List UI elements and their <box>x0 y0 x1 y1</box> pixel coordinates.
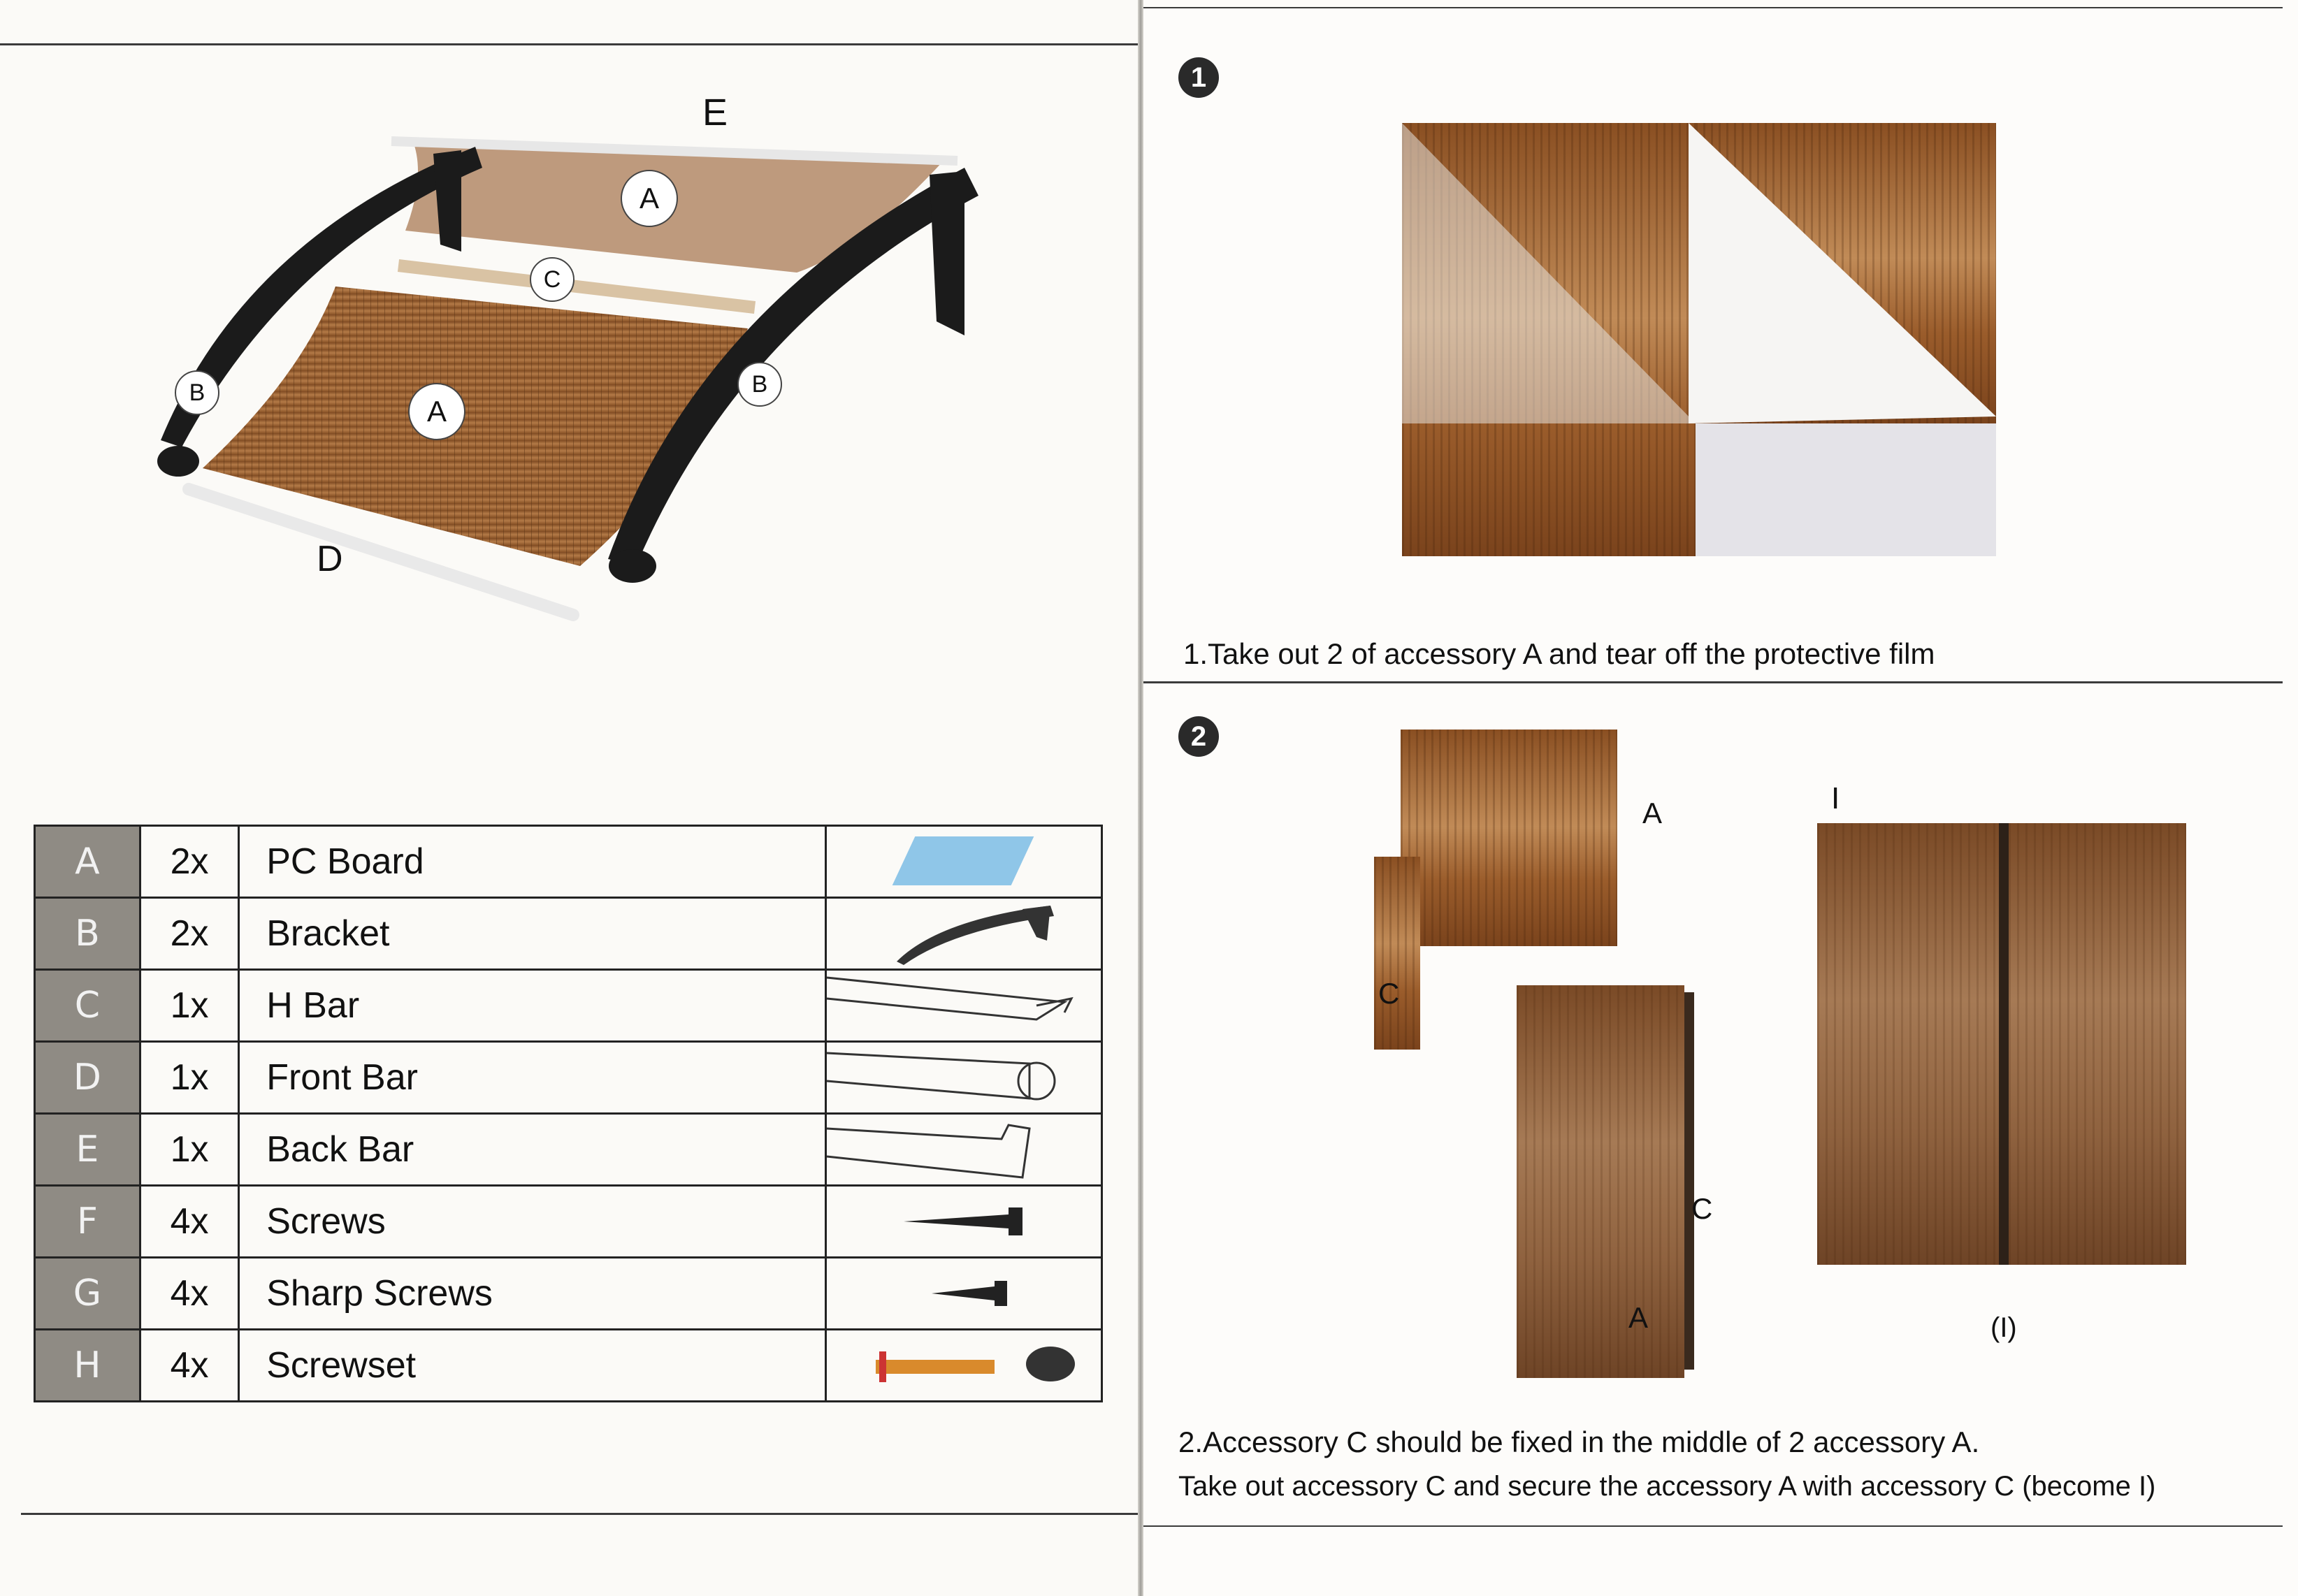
middle-rule-right <box>1143 681 2283 683</box>
table-row: E 1x Back Bar <box>34 1112 1104 1187</box>
label-c-left-step2: C <box>1378 977 1400 1010</box>
back-bar-icon <box>826 1124 1031 1179</box>
part-qty: 4x <box>138 1256 240 1330</box>
part-name: PC Board <box>238 825 827 899</box>
table-row: H 4x Screwset <box>34 1328 1104 1402</box>
part-name: Screwset <box>238 1328 827 1402</box>
front-bar <box>182 483 579 621</box>
sharp-screw-icon <box>931 1281 1007 1306</box>
part-qty: 1x <box>138 1112 240 1187</box>
label-i-paren: (I) <box>1990 1312 2017 1343</box>
h-bar <box>397 259 756 314</box>
bottom-rule-right <box>1143 1525 2283 1527</box>
h-bar-icon <box>826 976 1074 1021</box>
h-bar-left <box>1374 857 1420 1050</box>
part-name: Screws <box>238 1184 827 1258</box>
part-name: Back Bar <box>238 1112 827 1187</box>
table-row: D 1x Front Bar <box>34 1040 1104 1115</box>
assembled-board-right <box>2009 823 2186 1265</box>
part-qty: 2x <box>138 825 240 899</box>
table-row: G 4x Sharp Screws <box>34 1256 1104 1330</box>
part-qty: 1x <box>138 1040 240 1115</box>
canopy-diagram <box>157 136 978 621</box>
bottom-rule-left <box>21 1513 1138 1515</box>
label-b-left: B <box>175 370 219 415</box>
part-name: Front Bar <box>238 1040 827 1115</box>
step-1-photo <box>1402 123 1996 556</box>
label-c: C <box>530 257 574 302</box>
part-qty: 2x <box>138 897 240 971</box>
screwset-icon <box>875 1347 1075 1382</box>
table-row: C 1x H Bar <box>34 969 1104 1043</box>
label-a-top: A <box>621 170 678 227</box>
label-e: E <box>702 92 728 133</box>
front-pc-board <box>203 286 748 566</box>
label-i: I <box>1831 781 1840 815</box>
part-letter: G <box>34 1256 141 1330</box>
board-a-top <box>1401 730 1617 946</box>
part-letter: C <box>34 969 141 1043</box>
step-2-instruction-line1: 2.Accessory C should be fixed in the mid… <box>1178 1425 1980 1458</box>
step-1-instruction: 1.Take out 2 of accessory A and tear off… <box>1183 637 1935 670</box>
part-name: H Bar <box>238 969 827 1043</box>
table-row: A 2x PC Board <box>34 825 1104 899</box>
label-c-right-step2: C <box>1691 1192 1713 1225</box>
label-a-bottom: A <box>408 383 465 440</box>
page-spine <box>1138 0 1143 1596</box>
h-bar-right <box>1684 992 1694 1370</box>
assembled-h-bar <box>1999 823 2009 1265</box>
part-qty: 1x <box>138 969 240 1043</box>
screw-icon <box>903 1207 1022 1235</box>
part-name: Sharp Screws <box>238 1256 827 1330</box>
label-d: D <box>317 539 343 579</box>
part-name: Bracket <box>238 897 827 971</box>
top-rule-right <box>1143 7 2283 8</box>
part-qty: 4x <box>138 1184 240 1258</box>
label-a-bottom-step2: A <box>1628 1301 1649 1334</box>
step-2-number: 2 <box>1178 716 1219 757</box>
table-row: F 4x Screws <box>34 1184 1104 1258</box>
step-1-number: 1 <box>1178 57 1219 98</box>
parts-table: A 2x PC Board B 2x Bracket C 1x H Bar D … <box>34 825 1104 1402</box>
assembled-board-left <box>1817 823 1999 1265</box>
part-letter: F <box>34 1184 141 1258</box>
part-letter: D <box>34 1040 141 1115</box>
top-rule-left <box>0 43 1138 45</box>
back-bar <box>391 136 958 166</box>
part-letter: A <box>34 825 141 899</box>
part-letter: B <box>34 897 141 971</box>
label-a-top-step2: A <box>1642 797 1663 829</box>
white-backing <box>1696 423 1996 556</box>
part-letter: H <box>34 1328 141 1402</box>
label-b-right: B <box>737 362 782 407</box>
board-a-bottom <box>1517 985 1684 1378</box>
protective-film <box>1402 123 1996 423</box>
pc-board-icon <box>892 836 1034 885</box>
step-2-instruction-line2: Take out accessory C and secure the acce… <box>1178 1471 2156 1502</box>
part-qty: 4x <box>138 1328 240 1402</box>
bracket-icon <box>896 906 1054 965</box>
part-letter: E <box>34 1112 141 1187</box>
table-row: B 2x Bracket <box>34 897 1104 971</box>
front-bar-icon <box>826 1052 1056 1101</box>
